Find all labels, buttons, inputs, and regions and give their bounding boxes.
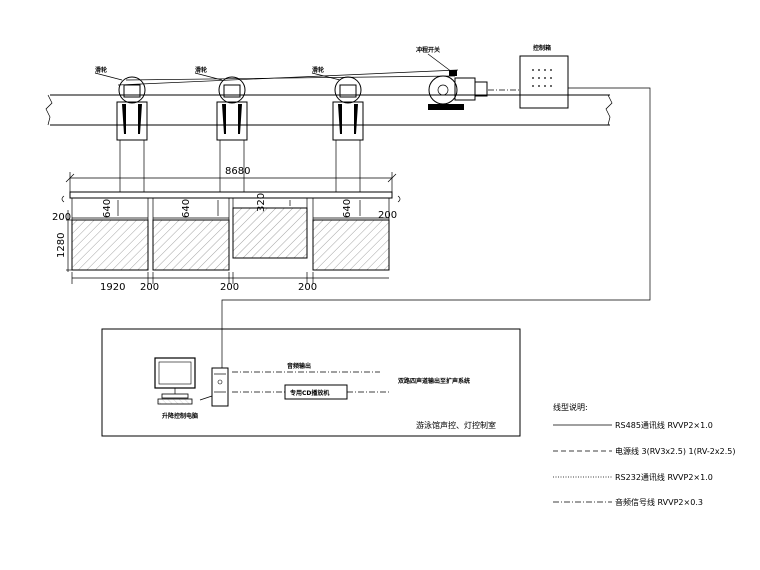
dimension-bottom <box>71 272 389 284</box>
control-box-label: 控制箱 <box>533 44 551 52</box>
dim-200-b2: 200 <box>220 282 239 293</box>
panel-2 <box>152 198 230 271</box>
legend-title: 线型说明: <box>553 402 588 412</box>
ceiling-beam <box>45 94 613 126</box>
pulley-label-3: 滑轮 <box>312 66 324 74</box>
legend: 线型说明: RS485通讯线 RVVP2×1.0 电源线 3(RV3x2.5) … <box>553 402 735 507</box>
cable-top <box>117 69 459 86</box>
dim-640-2: 640 <box>181 199 192 218</box>
truss-bar <box>61 191 401 203</box>
dim-overall: 8680 <box>225 166 250 177</box>
dim-640-3: 640 <box>342 199 353 218</box>
panel-4 <box>312 198 390 271</box>
panel-1 <box>71 198 149 271</box>
pulley-1 <box>116 76 148 192</box>
control-box <box>519 55 569 109</box>
pulley-label-2: 滑轮 <box>195 66 207 74</box>
dim-1920: 1920 <box>100 282 125 293</box>
room-label: 游泳馆声控、灯控制室 <box>416 420 496 430</box>
audio-output-label: 音频输出 <box>287 362 311 370</box>
dim-200-right: 200 <box>378 210 397 221</box>
computer-icon <box>154 357 229 407</box>
dim-320: 320 <box>256 193 267 212</box>
legend-item-rs232: RS232通讯线 RVVP2×1.0 <box>615 472 713 482</box>
pulley-3 <box>332 76 364 192</box>
panel-3 <box>232 198 308 259</box>
dim-1280: 1280 <box>56 233 67 258</box>
legend-item-rs485: RS485通讯线 RVVP2×1.0 <box>615 420 713 430</box>
pulley-label-1: 滑轮 <box>95 66 107 74</box>
dim-200-b3: 200 <box>298 282 317 293</box>
legend-item-power: 电源线 3(RV3x2.5) 1(RV-2x2.5) <box>615 446 735 456</box>
control-room <box>101 328 521 437</box>
pulley-2 <box>216 76 248 192</box>
dimension-overall <box>65 172 397 196</box>
limit-switch-label: 冲程开关 <box>416 46 440 54</box>
dim-640-1: 640 <box>102 199 113 218</box>
winch-motor <box>428 70 488 110</box>
cd-player-label: 专用CD播放机 <box>290 389 329 397</box>
dim-200-left: 200 <box>52 212 71 223</box>
dim-200-b1: 200 <box>140 282 159 293</box>
legend-item-audio: 音频信号线 RVVP2×0.3 <box>615 497 703 507</box>
computer-label: 升降控制电脑 <box>162 412 198 420</box>
amplifier-label: 双路四声道输出至扩声系统 <box>398 377 470 385</box>
